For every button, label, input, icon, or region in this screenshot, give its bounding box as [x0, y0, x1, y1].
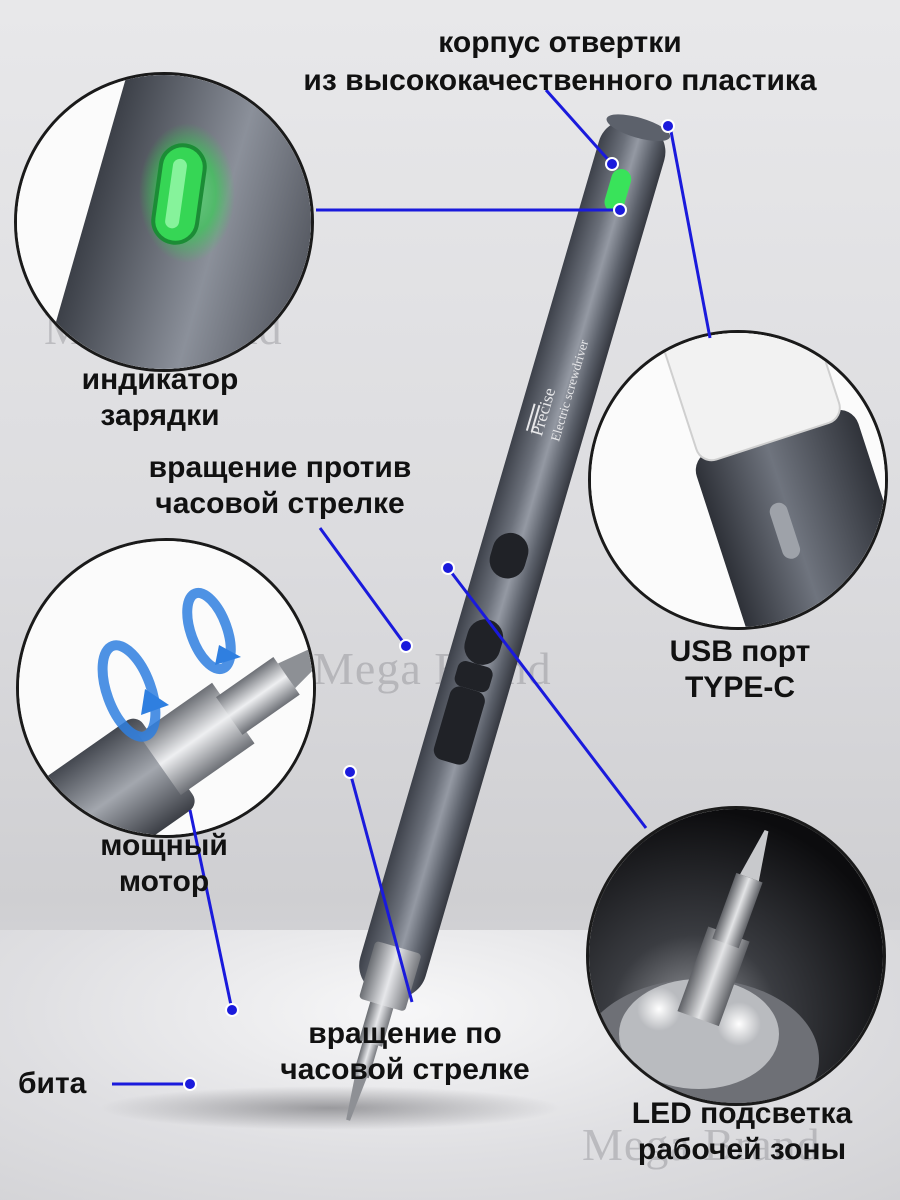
zoom-circle-indicator — [14, 72, 314, 372]
label-counterclockwise-text: вращение против часовой стрелке — [148, 451, 412, 520]
label-motor: мощный мотор — [74, 828, 254, 900]
label-clockwise: вращение по часовой стрелке — [250, 1016, 560, 1088]
zoom-circle-motor — [16, 538, 316, 838]
label-counterclockwise: вращение против часовой стрелке — [120, 450, 440, 522]
watermark-bottom-right: Mega Brand — [582, 1119, 821, 1170]
label-housing-text: корпус отвертки из высококачественного п… — [303, 26, 817, 97]
label-housing: корпус отвертки из высококачественного п… — [265, 24, 855, 100]
label-motor-text: мощный мотор — [100, 829, 228, 898]
label-led-text: LED подсветка рабочей зоны — [631, 1097, 853, 1166]
zoom-circle-usb — [588, 330, 888, 630]
label-clockwise-text: вращение по часовой стрелке — [280, 1017, 530, 1086]
label-usb-port: USB порт TYPE-C — [640, 634, 840, 706]
label-bit: бита — [18, 1066, 118, 1102]
zoom-circle-led — [586, 806, 886, 1106]
label-charge-indicator: индикатор зарядки — [60, 362, 260, 434]
label-usb-port-text: USB порт TYPE-C — [669, 635, 811, 704]
label-led: LED подсветка рабочей зоны — [602, 1096, 882, 1168]
label-bit-text: бита — [18, 1067, 87, 1100]
label-charge-indicator-text: индикатор зарядки — [81, 363, 239, 432]
